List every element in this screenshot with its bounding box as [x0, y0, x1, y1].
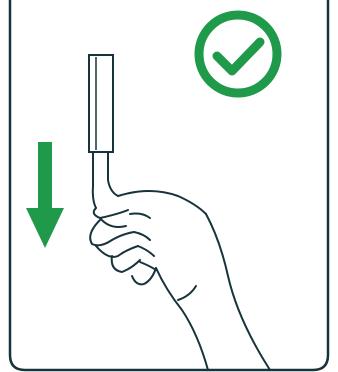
- arrow-down-icon: [26, 142, 64, 248]
- test-strip-icon: [89, 55, 118, 208]
- hand-icon: [90, 191, 270, 370]
- check-circle-icon: [199, 15, 277, 93]
